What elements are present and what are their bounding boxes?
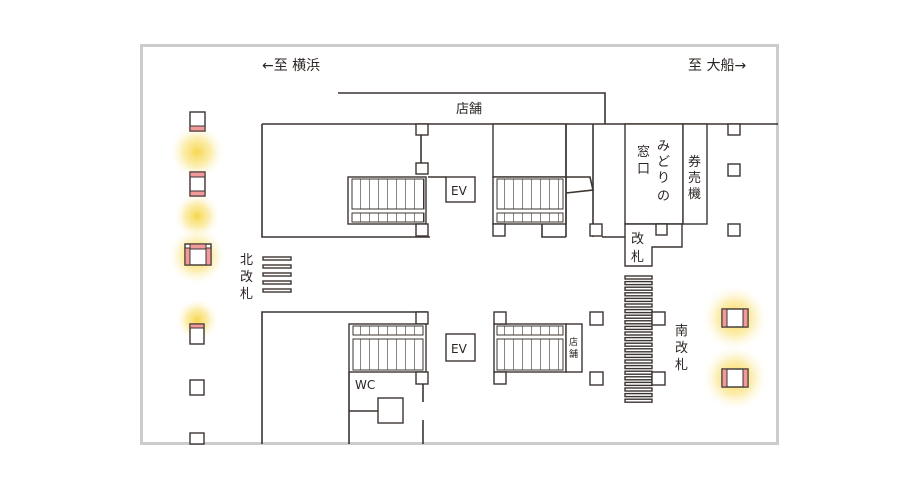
svg-text:改: 改: [675, 341, 688, 356]
wall: [261, 124, 430, 238]
gate-barrier: [624, 348, 653, 353]
gate-barrier: [624, 275, 653, 280]
svg-text:改: 改: [240, 270, 253, 285]
ticket-machine: [682, 123, 708, 225]
gate-barrier: [624, 376, 653, 381]
svg-text:み: み: [657, 139, 670, 154]
midori-label: み ど り の 窓 口: [637, 139, 670, 204]
elevator-lower: [445, 333, 476, 362]
gate-barrier: [624, 331, 653, 336]
direction-yokohama: ←至 横浜: [262, 58, 320, 74]
escalator-upper-left: [347, 176, 427, 225]
small-store: [565, 323, 583, 373]
svg-text:札: 札: [675, 358, 688, 373]
gate-barrier: [624, 398, 653, 403]
gate-barrier: [624, 392, 653, 398]
svg-text:南: 南: [675, 323, 688, 339]
svg-text:機: 機: [688, 187, 701, 202]
wc-room: [377, 397, 404, 424]
svg-text:舗: 舗: [569, 348, 578, 360]
pillar: [415, 223, 429, 237]
pillar: [415, 162, 429, 175]
gate-barrier: [624, 308, 653, 314]
pillar: [589, 223, 603, 237]
svg-text:の: の: [657, 189, 670, 204]
north-gate-label: 北 改 札: [240, 253, 253, 302]
svg-text:ど: ど: [657, 155, 670, 170]
svg-text:り: り: [657, 171, 670, 186]
gate-barrier: [624, 359, 653, 364]
svg-text:札: 札: [631, 250, 644, 265]
svg-text:札: 札: [240, 287, 253, 302]
gate-barrier: [624, 381, 653, 387]
escalator-upper-right: [492, 176, 567, 225]
midori-no-madoguchi: [624, 123, 684, 225]
gate-barrier: [624, 364, 653, 370]
wc-label: WC: [355, 378, 375, 392]
room: [492, 123, 567, 178]
gate-barrier: [624, 280, 653, 286]
south-gate-label: 南 改 札: [675, 323, 688, 373]
gate-barrier: [624, 370, 653, 375]
small-store-label: 店 舗: [569, 336, 578, 360]
gate-barrier: [624, 342, 653, 347]
gate-label: 改 札: [631, 232, 644, 265]
svg-text:券: 券: [688, 154, 701, 170]
gate-barrier: [624, 353, 653, 359]
svg-text:改: 改: [631, 232, 644, 247]
gate-barrier: [624, 297, 653, 303]
svg-text:口: 口: [637, 162, 650, 177]
wall: [261, 311, 427, 444]
svg-text:店: 店: [569, 336, 578, 348]
pillars-right: [727, 123, 741, 237]
train-cars-right: [721, 308, 749, 388]
svg-text:売: 売: [688, 170, 701, 186]
svg-text:窓: 窓: [637, 144, 650, 160]
elevator-upper-label: EV: [451, 184, 468, 198]
escalator-lower-left: [348, 323, 427, 373]
ticket-machine-label: 券 売 機: [688, 154, 701, 202]
elevator-lower-label: EV: [451, 342, 468, 356]
gate-barrier: [624, 320, 653, 325]
escalator-lower-right: [493, 323, 567, 373]
train-cars-left: [184, 111, 212, 445]
gate-barrier: [624, 325, 653, 331]
gate-barrier: [624, 314, 653, 319]
gate-barrier: [624, 303, 653, 308]
store-outline: [338, 92, 606, 124]
gate-barrier: [624, 292, 653, 297]
gate-barrier: [624, 286, 653, 291]
pillar: [415, 123, 429, 136]
elevator-upper: [445, 176, 476, 203]
south-gate-barriers[interactable]: [624, 275, 653, 403]
store-label: 店舗: [456, 102, 482, 117]
north-gate-barriers[interactable]: [262, 256, 292, 293]
gate-barrier: [624, 336, 653, 342]
direction-ofuna: 至 大船→: [688, 58, 746, 74]
gate-booth: [624, 223, 683, 267]
gate-barrier: [624, 387, 653, 392]
svg-text:北: 北: [240, 253, 253, 268]
